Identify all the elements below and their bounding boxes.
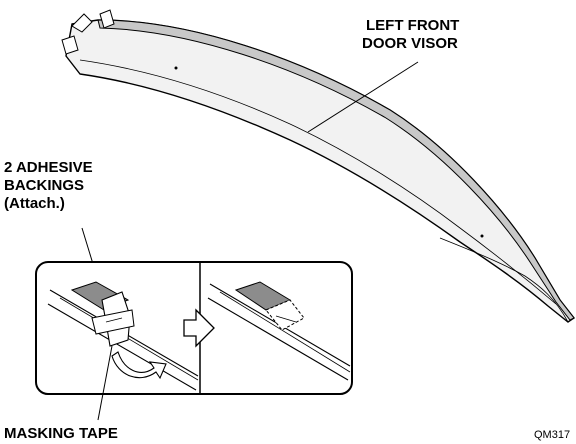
- masking-tape-label: MASKING TAPE: [4, 425, 118, 442]
- detail-right-step: [207, 281, 351, 381]
- backings-label-line1: 2 ADHESIVE: [4, 159, 93, 176]
- figure-code: QM317: [534, 429, 570, 441]
- masking-tape-leader-line: [97, 345, 113, 421]
- folded-tape-end: [265, 299, 305, 331]
- left-front-door-visor: [61, 9, 576, 323]
- visor-mounting-tab: [99, 9, 115, 29]
- visor-top-rail: [97, 19, 575, 321]
- detail-left-step: [47, 281, 199, 391]
- visor-mounting-tab: [61, 35, 79, 55]
- visor-label-line1: LEFT FRONT: [366, 17, 459, 34]
- detail-inset: [35, 261, 353, 395]
- backings-label-line3: (Attach.): [4, 195, 65, 212]
- visor-lower-lip: [439, 237, 569, 323]
- peel-arrow-icon: [111, 351, 167, 380]
- visor-label-line2: DOOR VISOR: [362, 35, 458, 52]
- visor-leader-line: [307, 61, 419, 133]
- visor-inner-edge: [79, 59, 557, 305]
- next-step-arrow-icon: [183, 308, 215, 348]
- visor-mounting-tab: [71, 13, 93, 33]
- backings-label-line2: BACKINGS: [4, 177, 84, 194]
